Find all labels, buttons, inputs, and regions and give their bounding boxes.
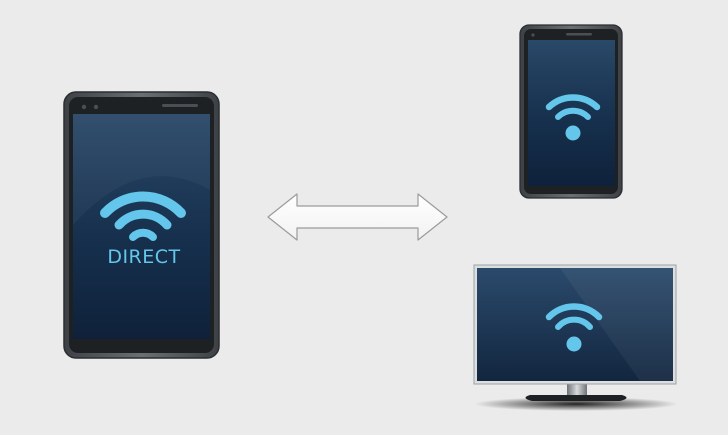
wifi-dot [565, 125, 581, 141]
double-arrow-icon [267, 193, 448, 241]
tv-stand-neck [567, 383, 587, 395]
wifi-icon [100, 191, 186, 241]
source-phone-screen [73, 114, 210, 339]
tv-base-shadow [474, 397, 678, 411]
source-phone-speaker [162, 104, 198, 107]
direct-label: DIRECT [107, 246, 181, 268]
target-phone-camera [531, 33, 535, 37]
tv-screen-gloss [560, 268, 673, 381]
wifi-dot [566, 336, 582, 352]
tv-stand-base [525, 395, 627, 401]
target-phone-speaker [566, 33, 592, 36]
wifi-icon [545, 94, 601, 120]
wifi-icon [545, 303, 603, 330]
target-phone [519, 24, 623, 199]
target-tv [473, 264, 678, 411]
tv-screen [477, 268, 673, 381]
source-phone-sensor [93, 104, 99, 110]
source-phone [63, 91, 220, 359]
source-phone-camera [81, 104, 87, 110]
source-phone-screen-gloss [73, 114, 210, 225]
